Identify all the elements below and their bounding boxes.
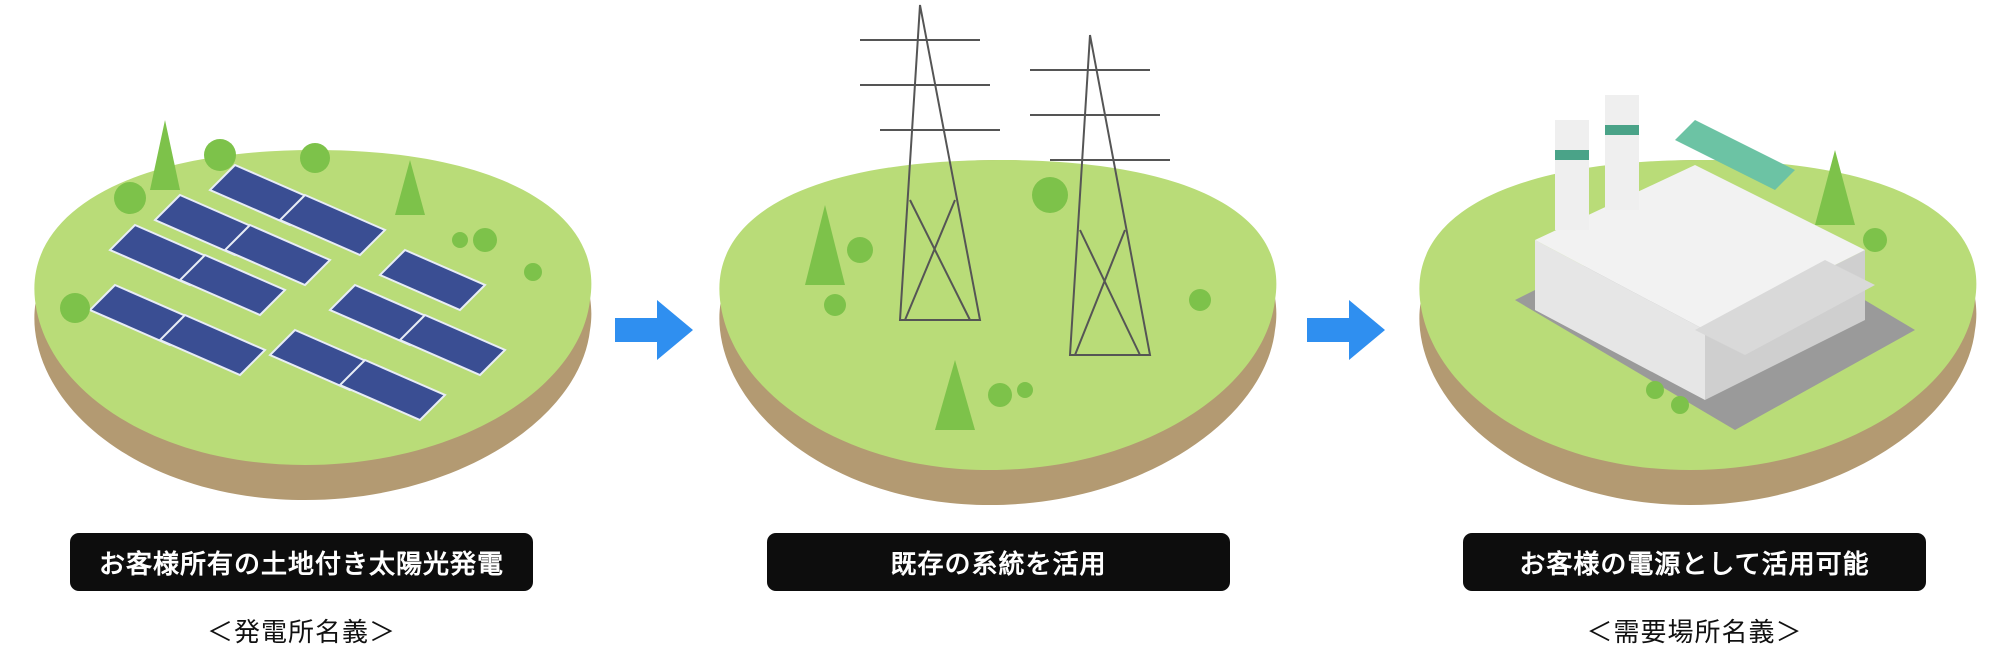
arrow-right-icon	[615, 300, 695, 360]
step-1-label: お客様所有の土地付き太陽光発電	[70, 533, 533, 591]
arrow-right-icon	[1307, 300, 1387, 360]
transmission-towers-illustration	[710, 0, 1310, 520]
step-2-label: 既存の系統を活用	[767, 533, 1230, 591]
step-3-sublabel: ＜需要場所名義＞	[1586, 618, 1803, 648]
factory-illustration	[1405, 0, 2000, 520]
solar-farm-illustration	[15, 0, 615, 520]
step-3-label: お客様の電源として活用可能	[1463, 533, 1926, 591]
step-1-sublabel: ＜発電所名義＞	[206, 618, 396, 648]
